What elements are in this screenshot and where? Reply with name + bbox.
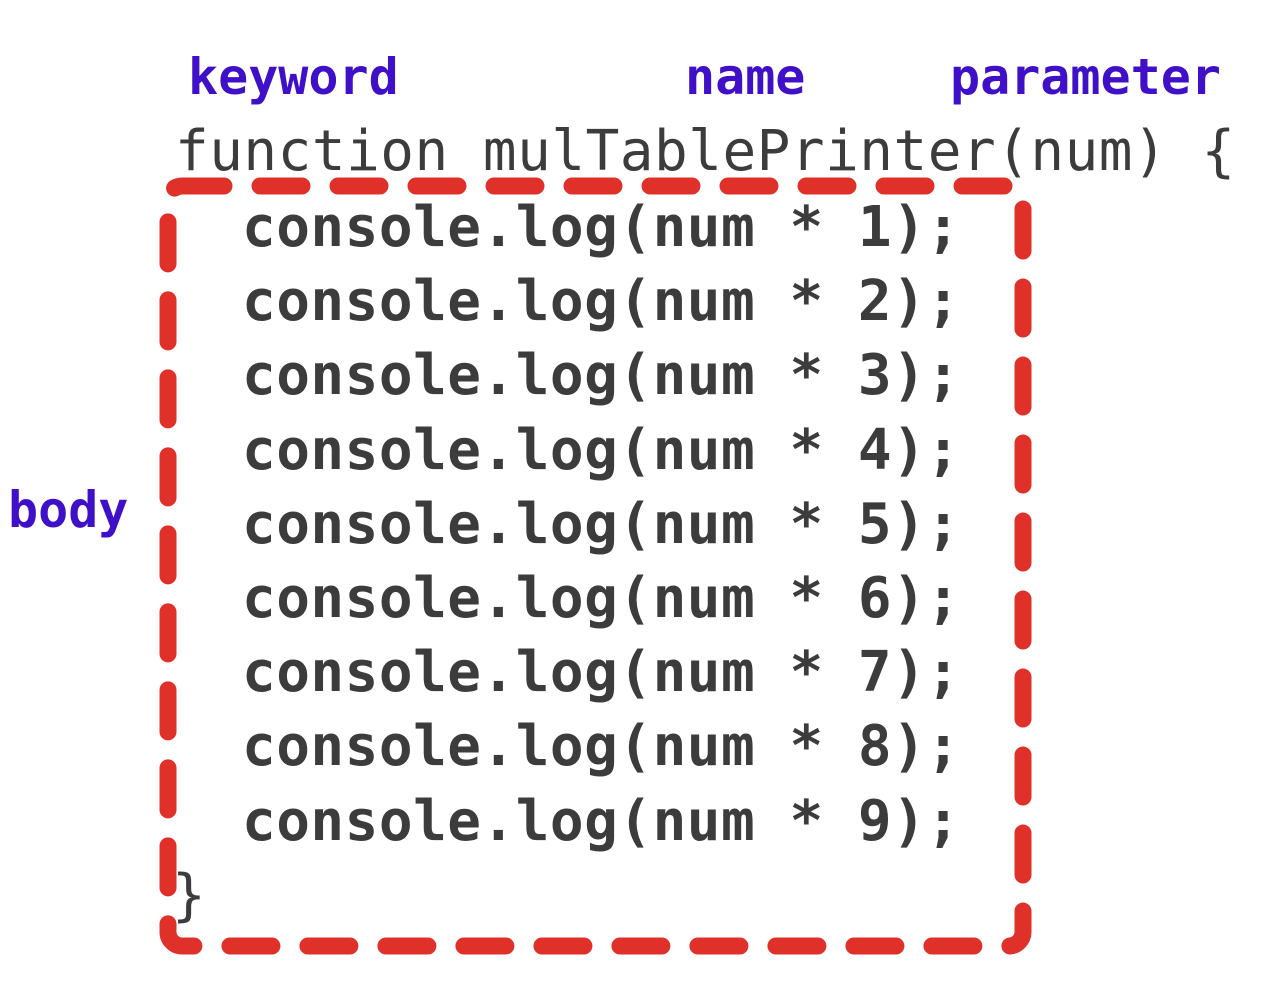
body-line: console.log(num * 8); <box>242 714 961 780</box>
function-body: console.log(num * 1); console.log(num * … <box>242 195 961 868</box>
body-line: console.log(num * 7); <box>242 640 961 706</box>
body-line: console.log(num * 1); <box>242 195 961 260</box>
keyword-label: keyword <box>188 48 399 106</box>
body-line: console.log(num * 6); <box>242 565 961 631</box>
body-line: console.log(num * 5); <box>242 491 961 557</box>
closing-brace: } <box>172 863 207 928</box>
function-signature: function mulTablePrinter(num) { <box>175 119 1236 184</box>
body-line: console.log(num * 2); <box>242 269 961 335</box>
body-line: console.log(num * 3); <box>242 343 961 409</box>
body-line: console.log(num * 9); <box>242 788 961 854</box>
body-label: body <box>8 481 129 539</box>
name-label: name <box>685 48 806 106</box>
body-line: console.log(num * 4); <box>242 417 961 483</box>
parameter-label: parameter <box>950 48 1221 106</box>
